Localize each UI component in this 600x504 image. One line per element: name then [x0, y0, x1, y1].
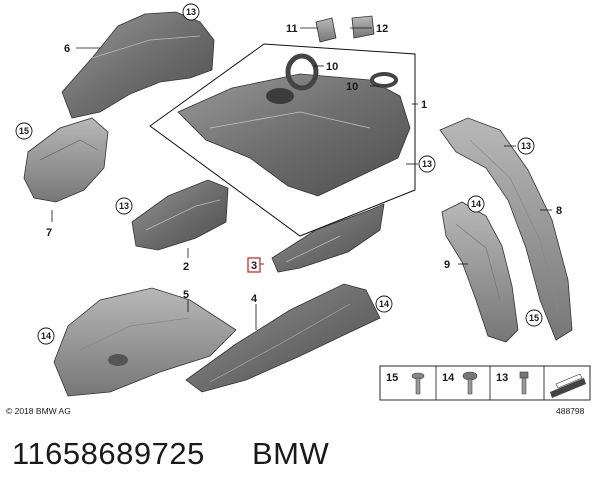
screw-15-icon: [411, 372, 425, 395]
svg-text:13: 13: [521, 141, 531, 151]
part-7-heat-shield[interactable]: [23, 117, 109, 203]
callout-8: 8: [556, 205, 562, 217]
svg-text:15: 15: [529, 313, 539, 323]
svg-text:15: 15: [19, 126, 29, 136]
callout-7: 7: [46, 227, 52, 239]
footer-caption: 11658689725 BMW: [12, 436, 329, 472]
diagram-number: 488798: [556, 406, 585, 416]
legend-label-13: 13: [496, 372, 508, 384]
circled-callout-14-part5: 14: [37, 327, 55, 345]
callout-1: 1: [421, 99, 427, 111]
svg-text:13: 13: [422, 159, 432, 169]
legend-label-15: 15: [386, 372, 398, 384]
part-3-heat-shield[interactable]: [271, 203, 385, 273]
circled-callout-15-left: 15: [15, 122, 33, 140]
callout-11: 11: [286, 23, 298, 35]
part-8-heat-shield[interactable]: [439, 117, 573, 341]
callout-5: 5: [183, 289, 189, 301]
part-4-heat-shield[interactable]: [185, 283, 381, 393]
circled-callout-13-right: 13: [517, 137, 535, 155]
svg-text:14: 14: [41, 331, 51, 341]
callout-10-upper: 10: [326, 61, 338, 73]
bolt-14-icon: [462, 371, 478, 395]
part-10-ring-upper[interactable]: [285, 53, 319, 91]
wedge-icon: [550, 373, 586, 398]
callout-4: 4: [251, 293, 258, 305]
part-5-heat-shield[interactable]: [53, 287, 237, 397]
circled-callout-13-cover: 13: [418, 155, 436, 173]
brand-name: BMW: [251, 436, 330, 471]
svg-text:14: 14: [379, 299, 389, 309]
callout-2: 2: [183, 261, 189, 273]
callout-12: 12: [376, 23, 388, 35]
part-12-grommet[interactable]: [351, 15, 375, 39]
bolt-13-icon: [519, 371, 529, 395]
part-10-ring-lower[interactable]: [370, 72, 398, 88]
circled-callout-13-top: 13: [182, 3, 200, 21]
circled-callout-15-right: 15: [525, 309, 543, 327]
part-2-heat-shield[interactable]: [131, 179, 229, 251]
part-9-heat-shield[interactable]: [441, 201, 519, 343]
callout-10-lower: 10: [346, 81, 358, 93]
callout-9: 9: [444, 259, 450, 271]
legend-label-14: 14: [442, 372, 455, 384]
part-11-grommet[interactable]: [315, 17, 337, 43]
part-number: 11658689725: [12, 436, 205, 471]
circled-callout-14-part4: 14: [375, 295, 393, 313]
callout-3: 3: [251, 260, 257, 272]
svg-text:14: 14: [471, 199, 481, 209]
callout-3-highlight-box[interactable]: [247, 257, 261, 273]
circled-callout-13-bracket: 13: [115, 197, 133, 215]
svg-text:13: 13: [119, 201, 129, 211]
circled-callout-14-part9: 14: [467, 195, 485, 213]
part-6-heat-shield[interactable]: [61, 11, 215, 119]
callout-6: 6: [64, 43, 70, 55]
copyright-text: © 2018 BMW AG: [6, 406, 71, 416]
part-1-engine-cover-shield[interactable]: [149, 43, 416, 237]
svg-text:13: 13: [186, 7, 196, 17]
fastener-legend: 15 14 13: [379, 365, 591, 401]
